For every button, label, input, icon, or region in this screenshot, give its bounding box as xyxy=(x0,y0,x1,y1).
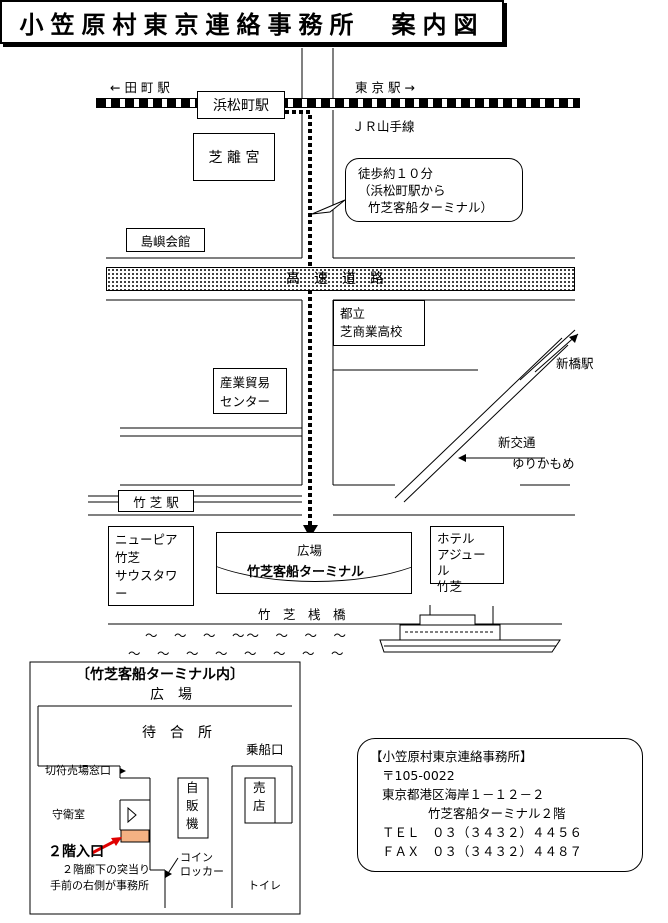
walking-callout: 徒歩約１０分 （浜松町駅から 竹芝客船ターミナル） xyxy=(345,158,523,222)
vending-label-1: 自 xyxy=(186,780,199,795)
vending-label-3: 機 xyxy=(186,816,199,831)
hamamatsucho-station: 浜松町駅 xyxy=(197,91,285,119)
entrance-label: ２階入口 xyxy=(48,844,104,860)
office-note-2: 手前の右側が事務所 xyxy=(50,879,149,892)
ticket-window-label: 切符売場窓口 xyxy=(45,764,111,777)
expressway xyxy=(106,267,575,291)
waves-row-2: 〜 〜 〜 〜 〜 〜 〜 〜 xyxy=(128,646,346,661)
shop-label-1: 売 xyxy=(253,780,266,795)
shiba-commercial-high-school: 都立 芝商業高校 xyxy=(333,300,425,346)
shinbashi-station-label: 新橋駅 xyxy=(556,356,594,371)
takeshiba-station: 竹 芝 駅 xyxy=(118,490,194,512)
terminal-label: 竹芝客船ターミナル xyxy=(247,565,365,580)
guard-room-label: 守衛室 xyxy=(52,808,85,821)
new-pier-south-tower: ニューピア 竹芝 サウスタワー xyxy=(108,526,194,606)
contact-name: 【小笠原村東京連絡事務所】 xyxy=(370,749,533,764)
shop-label-2: 店 xyxy=(253,798,266,813)
jr-railway xyxy=(96,98,580,108)
title-box: 小笠原村東京連絡事務所 案内図 xyxy=(0,0,504,44)
yurikamome-label-2: ゆりかもめ xyxy=(512,456,575,471)
plaza-label: 広場 xyxy=(297,543,323,558)
contact-postal: 〒105-0022 xyxy=(382,768,455,783)
boarding-gate-label: 乗船口 xyxy=(246,742,284,757)
vending-label-2: 販 xyxy=(186,798,199,813)
waves-row-1: 〜 〜 〜 〜〜 〜 〜 〜 xyxy=(145,628,349,643)
locker-label-1: コイン xyxy=(180,851,213,864)
yurikamome-label-1: 新交通 xyxy=(498,435,536,450)
takeshiba-terminal xyxy=(216,532,412,594)
shima-kaikan: 島嶼会館 xyxy=(126,228,205,252)
office-note-1: ２階廊下の突当り xyxy=(62,863,150,876)
ship-icon xyxy=(379,605,561,653)
contact-address: 東京都港区海岸１－１２－２ xyxy=(382,787,545,802)
contact-fax: ＦＡＸ ０３（３４３２）４４８７ xyxy=(382,844,583,859)
expressway-label: 高 速 道 路 xyxy=(286,271,384,287)
contact-info-box: 【小笠原村東京連絡事務所】 〒105-0022 東京都港区海岸１－１２－２ 竹芝… xyxy=(357,738,643,872)
floor-plaza-label: 広 場 xyxy=(150,687,192,703)
hotel-azur: ホテル アジュール 竹芝 xyxy=(430,526,504,594)
contact-tel: ＴＥＬ ０３（３４３２）４４５６ xyxy=(382,825,583,840)
toilet-label: トイレ xyxy=(248,879,281,892)
contact-building: 竹芝客船ターミナル２階 xyxy=(428,806,566,821)
page-title: 小笠原村東京連絡事務所 案内図 xyxy=(19,10,485,39)
pier-label: 竹 芝 桟 橋 xyxy=(258,607,346,622)
locker-label-2: ロッカー xyxy=(180,865,224,878)
shiba-rikyu: 芝 離 宮 xyxy=(193,133,275,181)
floor-heading: 〔竹芝客船ターミナル内〕 xyxy=(76,667,244,683)
tamachi-station-label: ← 田 町 駅 xyxy=(110,80,170,95)
jr-line-label: ＪＲ山手線 xyxy=(352,119,415,134)
tokyo-station-label: 東 京 駅 → xyxy=(355,80,415,95)
trade-center: 産業貿易 センター xyxy=(213,368,287,414)
waiting-room-label: 待 合 所 xyxy=(142,725,212,741)
